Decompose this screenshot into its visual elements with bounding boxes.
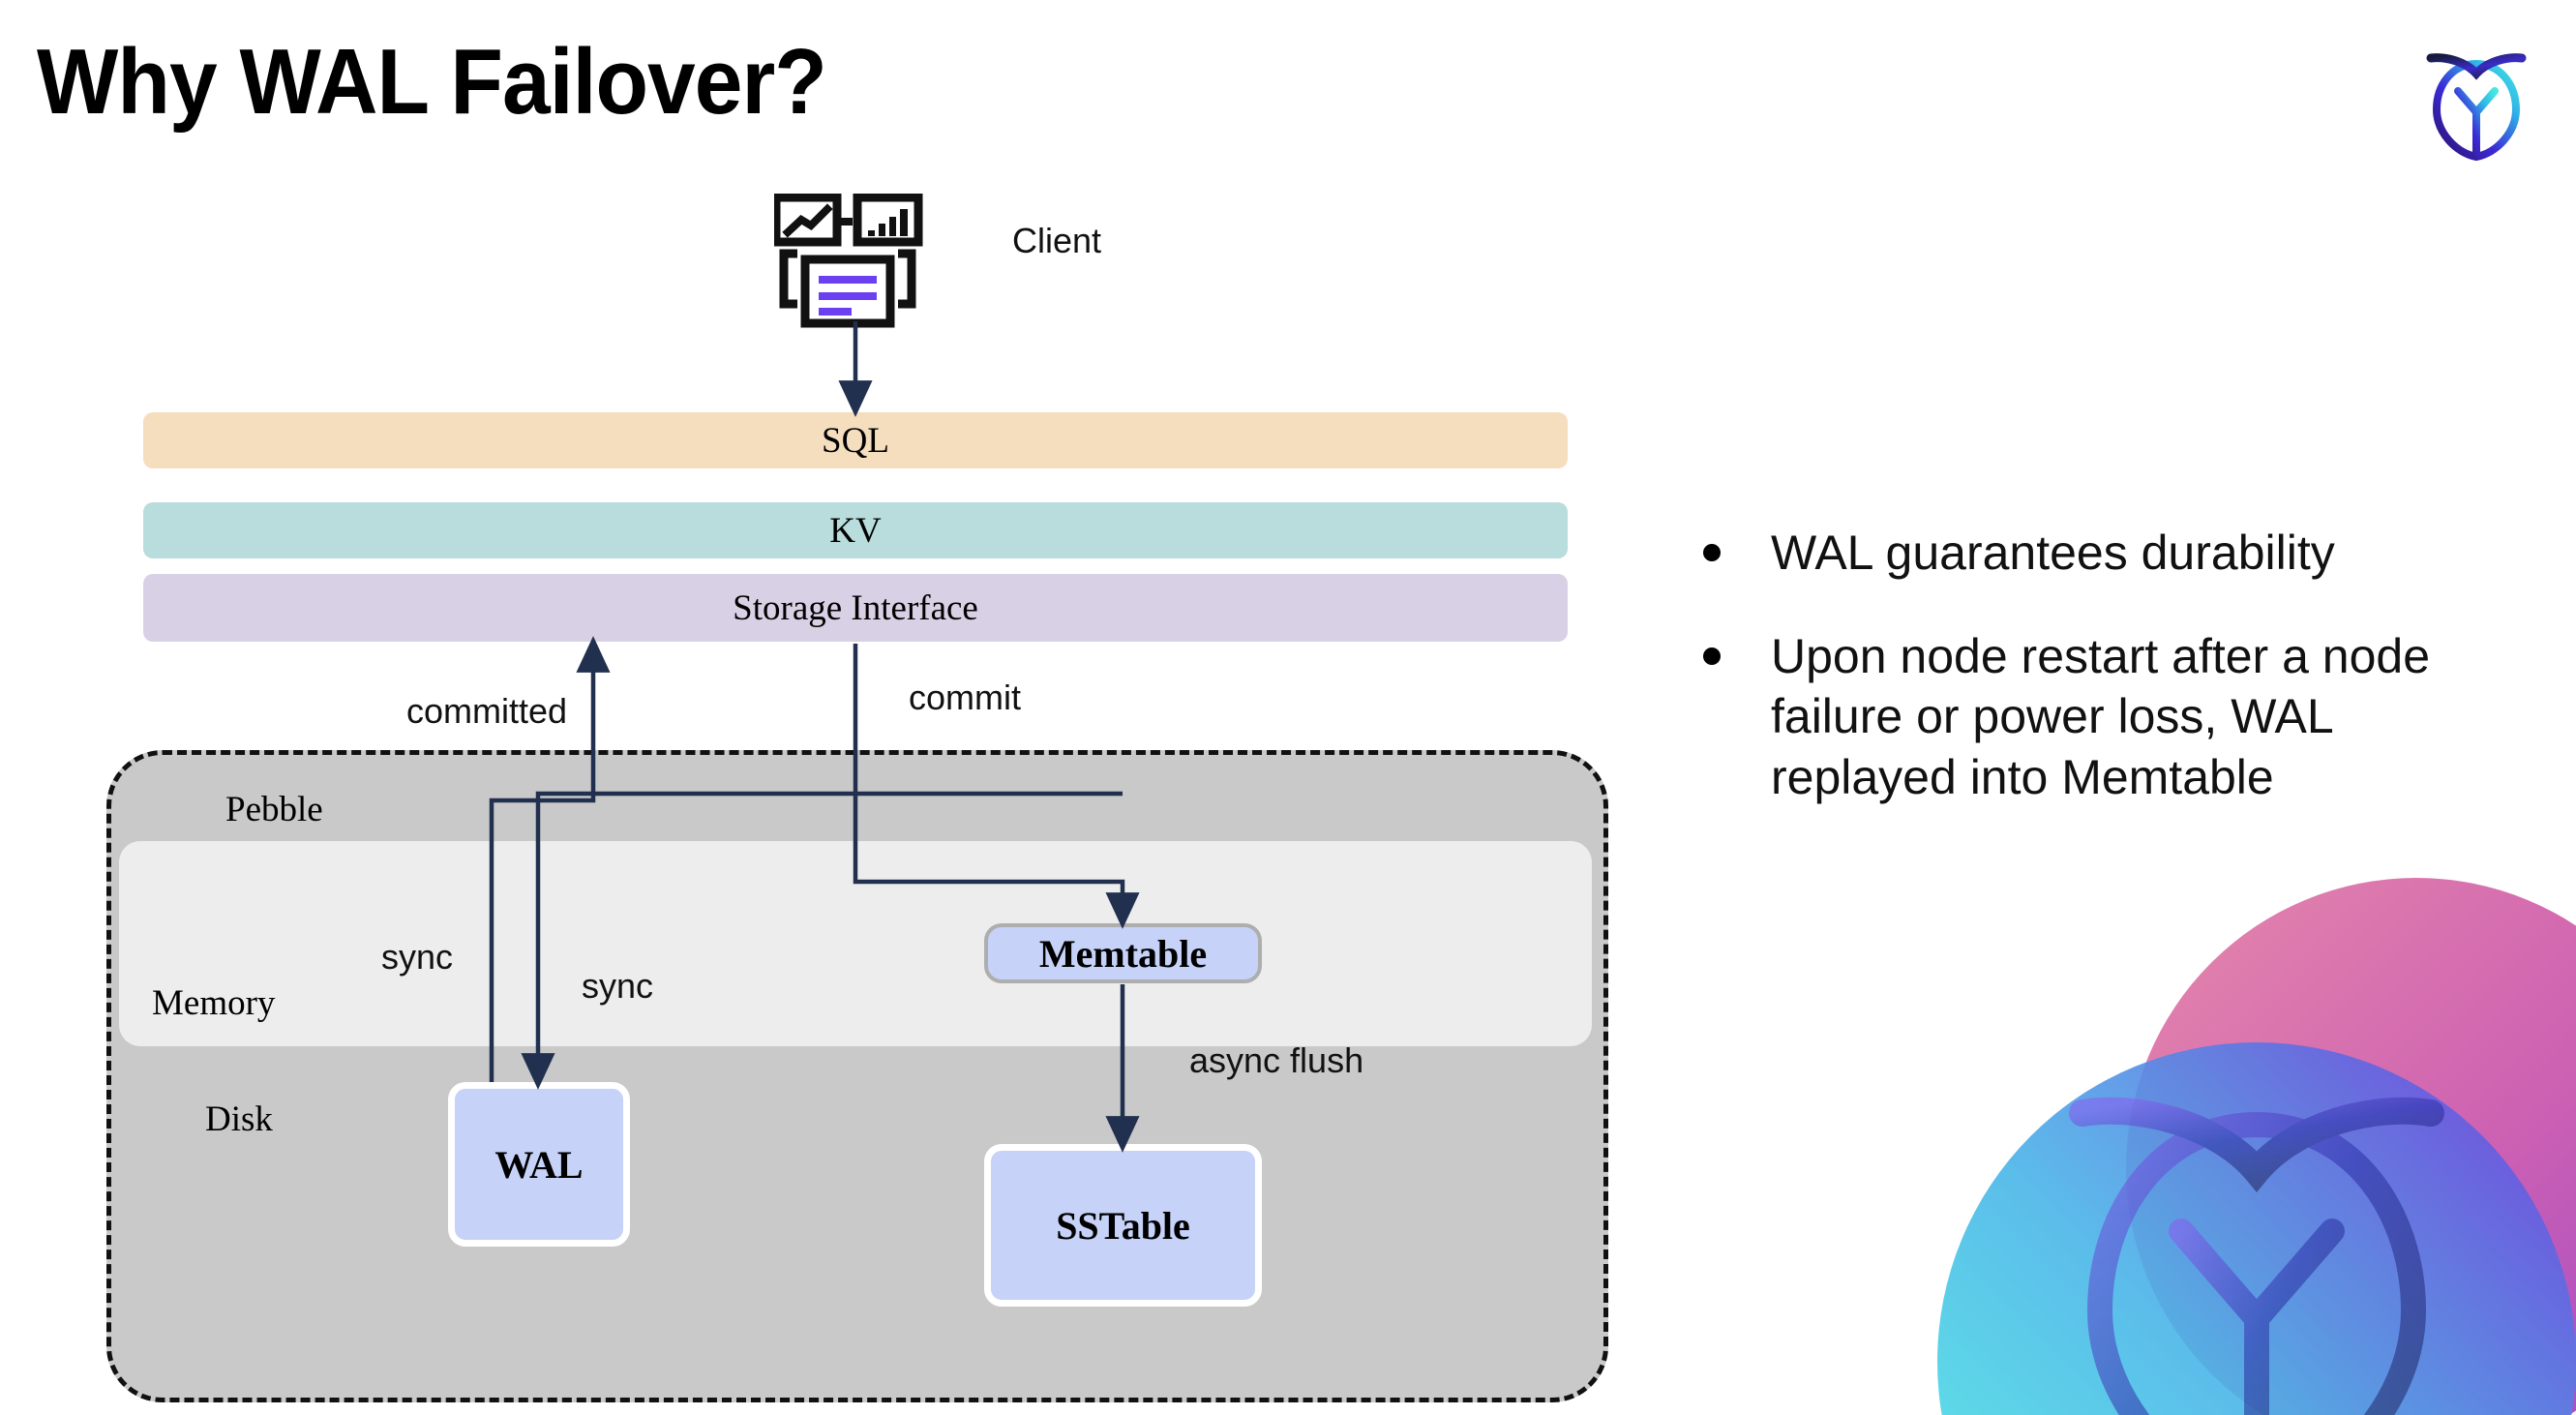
layer-bar-kv: KV [143,502,1568,558]
bullet-text: Upon node restart after a node failure o… [1771,628,2431,804]
bullet-dot-icon [1703,544,1721,561]
edge-label-commit: commit [909,677,1021,717]
list-item: Upon node restart after a node failure o… [1703,626,2516,808]
edge-label-committed: committed [406,691,568,731]
bullet-list: WAL guarantees durability Upon node rest… [1703,523,2516,850]
node-memtable-label: Memtable [1038,931,1208,976]
layer-bar-kv-label: KV [829,510,882,551]
client-label: Client [1012,221,1102,260]
pebble-label: Pebble [225,790,323,829]
node-wal-label: WAL [494,1142,584,1187]
disk-label: Disk [205,1099,273,1139]
bullet-dot-icon [1703,647,1721,665]
node-memtable: Memtable [984,923,1262,983]
node-wal: WAL [448,1082,630,1247]
edge-label-sync-1: sync [381,937,454,977]
node-sstable: SSTable [984,1144,1262,1307]
edge-label-async-flush: async flush [1189,1040,1364,1080]
memory-label: Memory [152,983,276,1023]
layer-bar-sql-label: SQL [822,420,889,461]
list-item: WAL guarantees durability [1703,523,2516,584]
architecture-diagram: Client Pebble Memory Disk SQL KV Storage… [106,193,1608,1402]
layer-bar-storage-interface: Storage Interface [143,574,1568,642]
layer-bar-storage-label: Storage Interface [733,587,978,628]
bullet-text: WAL guarantees durability [1771,526,2335,580]
page-title: Why WAL Failover? [37,30,827,134]
layer-bar-sql: SQL [143,412,1568,468]
memory-zone [119,841,1592,1046]
edge-label-sync-2: sync [582,966,654,1006]
client-dashboard-icon [771,193,929,329]
decorative-gradient-circles [1841,834,2576,1415]
node-sstable-label: SSTable [1056,1203,1190,1248]
cockroachdb-leaf-logo [2413,29,2539,165]
